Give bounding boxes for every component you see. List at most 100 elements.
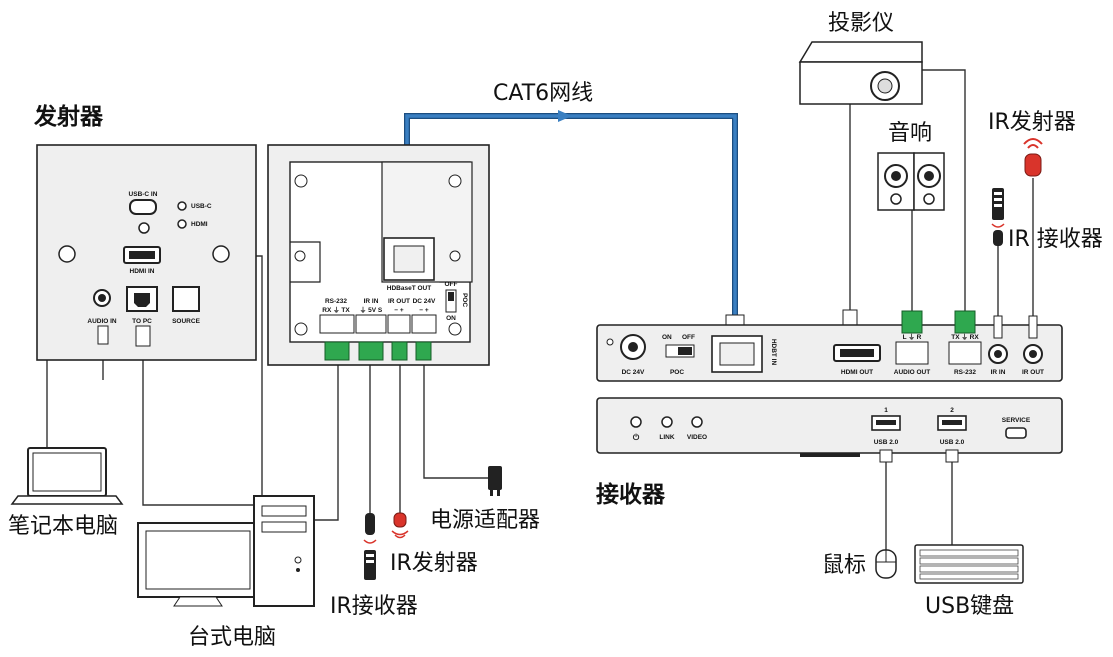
rx-front-panel: ⏻ LINK VIDEO 1 USB 2.0 2 USB 2.0 SERVICE [596, 397, 1063, 463]
screw-icon [448, 322, 462, 336]
screw-icon [138, 222, 150, 234]
rx-ir-out-label: IR OUT [1022, 369, 1044, 376]
transmitter-title: 发射器 [33, 103, 104, 130]
ir-out-terminal [387, 314, 411, 334]
poc-label: POC [461, 293, 468, 307]
off-label: OFF [445, 281, 458, 288]
rx-ir-in-label: IR IN [991, 369, 1006, 376]
polarity-icon [606, 338, 614, 346]
hdmi-led [177, 219, 187, 229]
mouse-icon [875, 549, 897, 579]
usb2-label: USB 2.0 [940, 439, 965, 446]
hdmi-led-label: HDMI [191, 221, 208, 228]
rs232-pins: RX ⏚ TX [322, 306, 350, 314]
usbc-led-label: USB-C [191, 203, 212, 210]
rx-off-label: OFF [682, 334, 695, 341]
power-cable [423, 360, 490, 479]
video-label: VIDEO [687, 434, 707, 441]
hdmi-out-label: HDMI OUT [841, 369, 873, 376]
cable-direction-arrow [558, 110, 572, 122]
rx-rs232-terminal [948, 341, 982, 365]
usbc-in-label: USB-C IN [129, 191, 158, 198]
on-label: ON [446, 315, 456, 322]
hdbaset-out-port [383, 237, 435, 281]
usb-plug [135, 325, 151, 347]
usb-plug-mouse [879, 449, 893, 463]
rs232-plug [324, 341, 350, 361]
ir-in-pins: ⏚ 5V S [360, 306, 383, 314]
ir-in-label: IR IN [364, 298, 379, 305]
laptop-label: 笔记本电脑 [8, 514, 118, 539]
ir-emitter-right-icon [1023, 138, 1043, 177]
screw-icon [294, 322, 308, 336]
ir-emitter-mid-label: IR发射器 [390, 551, 478, 576]
ir-receiver-right-label: IR 接收器 [1008, 227, 1103, 252]
audio-out-pins: L ⏚ R [903, 333, 922, 341]
ir-receiver-mid-label: IR接收器 [330, 594, 418, 619]
ir-out-plug [391, 341, 408, 361]
rx-rs232-label: RS-232 [954, 369, 976, 376]
hdmi-in-label: HDMI IN [130, 268, 155, 275]
usb1-number: 1 [884, 407, 888, 414]
audio-out-plug [901, 310, 923, 334]
audio-in-label: AUDIO IN [87, 318, 117, 325]
usbc-port [129, 199, 157, 215]
screw-icon [294, 174, 308, 188]
ir-in-plug [358, 341, 384, 361]
usb-plug-keyboard [945, 449, 959, 463]
hdbaset-out-label: HDBaseT OUT [387, 285, 431, 292]
keyboard-icon [914, 544, 1024, 584]
speaker-label: 音响 [888, 121, 932, 146]
rx-dc24v-label: DC 24V [622, 369, 645, 376]
ir-emitter-right-label: IR发射器 [988, 110, 1076, 135]
source-button[interactable] [172, 286, 200, 312]
power-adapter-icon [488, 466, 502, 496]
ir-receiver-right-icon [991, 188, 1005, 246]
ir-receiver-mid-icon [363, 513, 377, 580]
tx-back-panel: HDBaseT OUT OFF POC ON RS-232 RX ⏚ TX IR… [267, 144, 490, 366]
video-led [691, 416, 703, 428]
usb-to-pc-cable [142, 345, 258, 506]
service-label: SERVICE [1002, 417, 1031, 424]
mount-hole-icon [212, 245, 230, 263]
speaker-icon [877, 152, 945, 211]
usb1-label: USB 2.0 [874, 439, 899, 446]
desktop-icon [137, 495, 315, 607]
dc24v-pins: − + [419, 307, 429, 314]
projector-label: 投影仪 [828, 11, 894, 36]
ir-emitter-mid-icon [391, 512, 409, 539]
power-led [630, 416, 642, 428]
dc24v-terminal [411, 314, 437, 334]
rx-poc-label: POC [670, 369, 684, 376]
tx-front-panel: USB-C IN USB-C HDMI HDMI IN AUDIO IN TO … [36, 144, 257, 361]
ir-out-label: IR OUT [388, 298, 410, 305]
power-adapter-label: 电源适配器 [430, 508, 540, 533]
link-led [661, 416, 673, 428]
ir-out-pins: − + [394, 307, 404, 314]
cable-label: CAT6网线 [493, 81, 593, 106]
rx-rs232-pins: TX ⏚ RX [951, 333, 979, 341]
mount-hole-icon [58, 245, 76, 263]
hdbt-in-label: HDBT IN [770, 339, 777, 366]
projector-icon [798, 41, 923, 105]
service-port [1005, 427, 1027, 439]
rx-on-label: ON [662, 334, 672, 341]
ir-in-terminal [355, 314, 387, 334]
usbc-led [177, 201, 187, 211]
keyboard-label: USB键盘 [925, 594, 1014, 619]
dc24v-plug [415, 341, 432, 361]
receiver-title: 接收器 [596, 481, 666, 508]
rx-rs232-plug [954, 310, 976, 334]
screw-icon [448, 174, 462, 188]
audio-out-terminal [895, 341, 929, 365]
mouse-label: 鼠标 [822, 553, 866, 578]
to-pc-label: TO PC [132, 318, 152, 325]
dc24v-label: DC 24V [413, 298, 436, 305]
source-label: SOURCE [172, 318, 200, 325]
audio-out-label: AUDIO OUT [894, 369, 931, 376]
rs232-label: RS-232 [325, 298, 347, 305]
desktop-label: 台式电脑 [188, 625, 276, 650]
desktop-link [313, 362, 339, 521]
rs232-terminal [319, 314, 355, 334]
laptop-icon [10, 447, 124, 505]
